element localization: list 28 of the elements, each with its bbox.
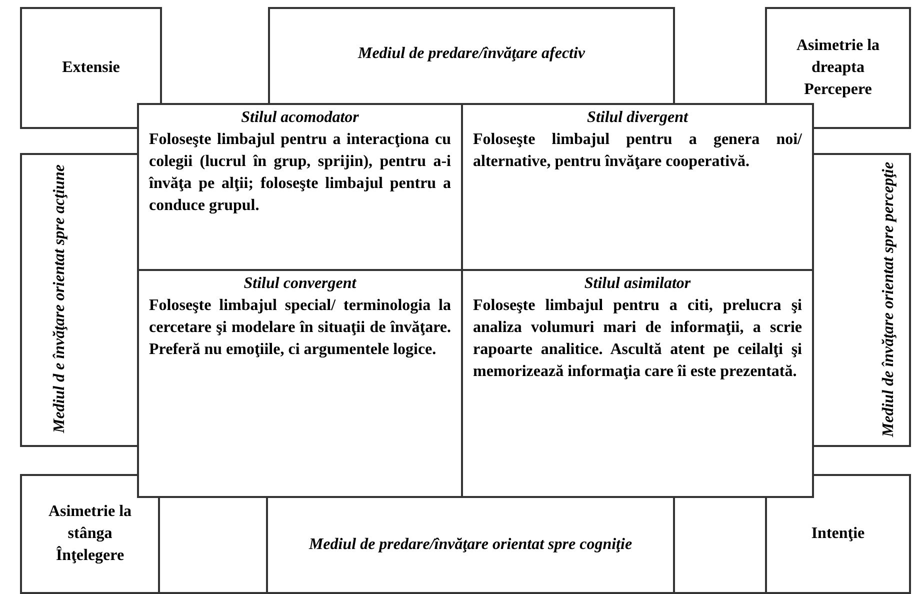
label-box [20, 7, 162, 129]
learning-style-panel [137, 271, 463, 498]
style-description: Foloseşte limbajul pentru a interacţiona cu colegii (lucrul în grup, sprijin), pentru a-i învăţa pe alţii; foloseşte limbajul pentru a conduce grupul. [149, 130, 451, 216]
environment-label: Mediul de predare/învăţare afectiv [358, 44, 586, 64]
style-heading: Stilul convergent [244, 274, 356, 294]
box-label: Intenţie [811, 524, 865, 544]
style-heading: Stilul asimilator [584, 274, 691, 294]
environment-panel [268, 498, 675, 594]
style-description: Foloseşte limbajul pentru a genera noi/ alternative, pentru învăţare cooperativă. [473, 130, 802, 172]
environment-label: Mediul de predare/învăţare orientat spre cogniţie [308, 535, 632, 555]
label-box [765, 474, 911, 594]
style-description: Foloseşte limbajul pentru a citi, prelucra şi analiza volumuri mari de informaţii, a scrie rapoarte analitice. Ascultă atent pe ceilalţi şi memorizează informaţia care îi este prezentată. [473, 296, 802, 382]
environment-panel [20, 153, 137, 447]
style-description: Foloseşte limbajul special/ terminologia la cercetare şi modelare în situaţii de învăţare. Preferă nu emoţiile, ci argumentele logice. [149, 296, 451, 360]
box-label: Asimetrie la dreapta Percepere [795, 36, 881, 100]
environment-panel [814, 153, 911, 447]
style-heading: Stilul acomodator [241, 108, 359, 128]
style-heading: Stilul divergent [587, 108, 688, 128]
box-label: Extensie [62, 58, 120, 78]
box-label: Asimetrie la stânga Înţelegere [47, 502, 133, 566]
label-box [765, 7, 911, 129]
label-box [20, 474, 160, 594]
learning-style-panel [463, 103, 814, 271]
environment-panel [268, 7, 675, 103]
learning-style-panel [463, 271, 814, 498]
learning-style-panel [137, 103, 463, 271]
environment-label: Mediul d e învăţare orientat spre acţiune [50, 164, 69, 436]
environment-label: Mediul de învăţare orientat spre percepţie [879, 160, 898, 439]
